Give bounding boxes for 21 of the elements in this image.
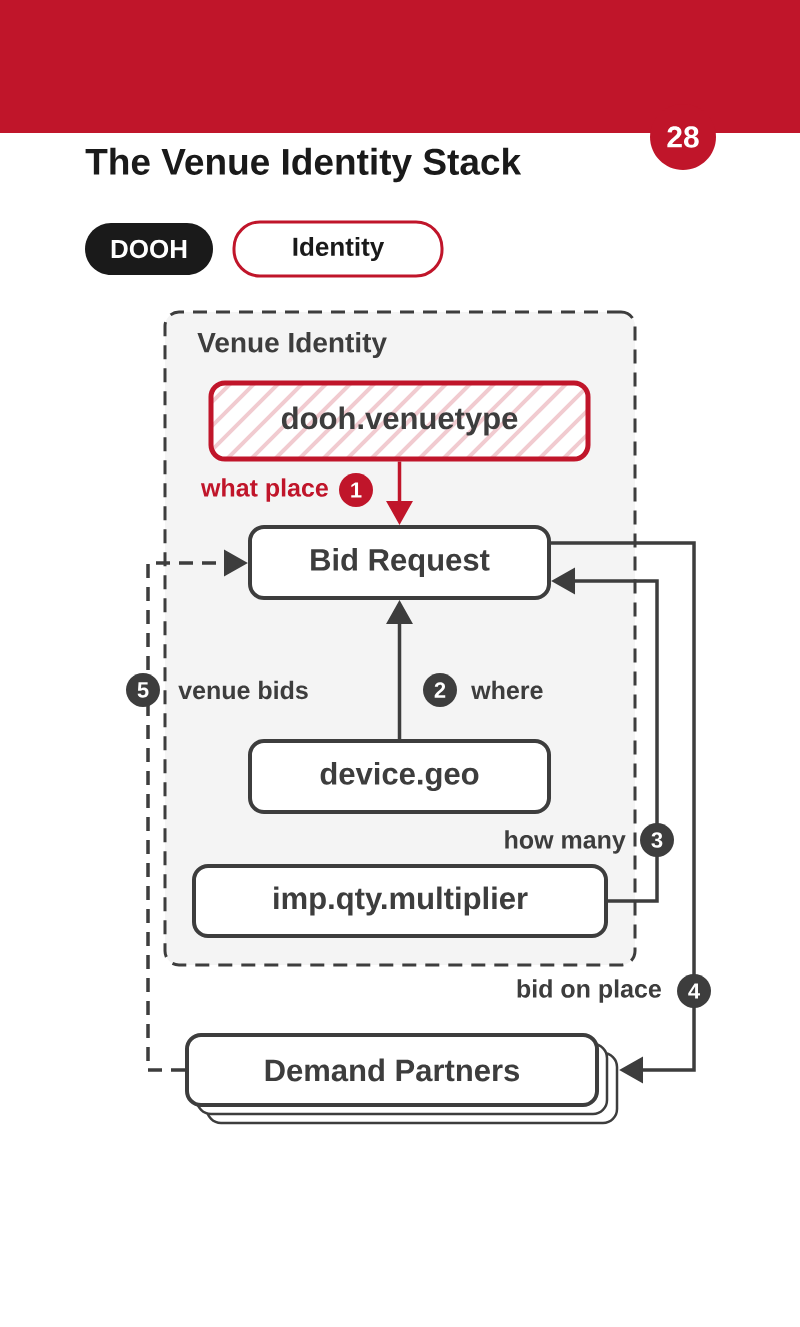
- callout-number: 4: [677, 974, 711, 1008]
- title: The Venue Identity Stack: [85, 147, 522, 183]
- field-box: imp.qty.multiplier: [192, 864, 608, 938]
- callout-number: 3: [640, 823, 674, 857]
- edge-label: bid on place: [517, 979, 661, 1003]
- edge-label: venue bids: [178, 680, 308, 700]
- arrow: [551, 541, 696, 1084]
- field-box: device.geo: [248, 739, 551, 814]
- node-label: 28: [667, 126, 699, 148]
- edge-label: how many: [505, 830, 626, 854]
- tag-pill: DOOH: [85, 223, 213, 275]
- callout-number: 1: [339, 473, 373, 507]
- callout-number: 5: [126, 673, 160, 707]
- tag-pill: Identity: [232, 220, 444, 278]
- edge-label: what place: [200, 478, 328, 502]
- callout-number: 2: [423, 673, 457, 707]
- page-number-badge: 28: [650, 104, 716, 170]
- field-box: dooh.venuetype: [208, 380, 591, 462]
- stacked-box: Demand Partners: [185, 1033, 619, 1125]
- field-box: Bid Request: [248, 525, 551, 600]
- edge-label: where: [471, 680, 543, 700]
